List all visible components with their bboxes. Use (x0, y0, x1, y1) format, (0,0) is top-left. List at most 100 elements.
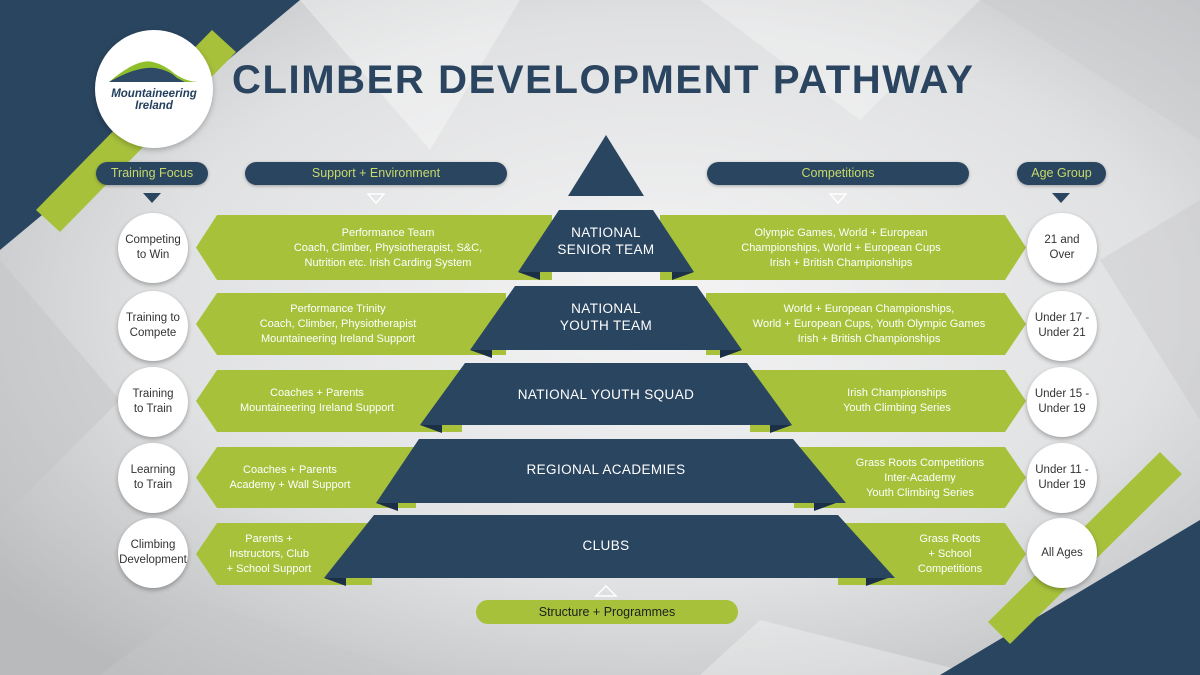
logo-text-line2: Ireland (135, 100, 173, 112)
tier-2-support-line1: Performance Trinity (290, 302, 386, 315)
tier-3-block (420, 363, 792, 425)
age-3-line2: Under 19 (1038, 403, 1086, 415)
tier-5-label: CLUBS (582, 538, 630, 553)
tier-1-support-line1: Performance Team (341, 226, 435, 239)
focus-circle-tier-2: Training to Compete (118, 291, 188, 361)
structure-pointer-icon (594, 584, 618, 597)
tier-banners (196, 215, 1026, 585)
logo-text-line1: Mountaineering (111, 88, 197, 100)
competitions-pointer-icon (829, 193, 847, 205)
support-pointer-icon (367, 193, 385, 205)
age-circle-tier-2: Under 17 - Under 21 (1027, 291, 1097, 361)
tier-4-competitions-line2: Inter-Academy (884, 471, 956, 484)
tier-1-competitions-line1: Olympic Games, World + European (754, 226, 928, 239)
structure-programmes-pill: Structure + Programmes (476, 600, 738, 624)
focus-4-line1: Learning (130, 464, 176, 476)
tier-3-competitions-line1: Irish Championships (847, 387, 947, 399)
tier-1-support-line2: Coach, Climber, Physiotherapist, S&C, (293, 241, 483, 254)
focus-3-line2: to Train (133, 403, 173, 415)
tier-4-left-banner (196, 447, 416, 508)
tier-1-competitions-line2: Championships, World + European Cups (741, 241, 941, 254)
focus-circle-tier-1: Competing to Win (118, 213, 188, 283)
tier-4-support-line2: Academy + Wall Support (229, 479, 351, 491)
focus-5-line1: Climbing (130, 539, 176, 551)
tier-5-competitions-line3: Competitions (917, 562, 983, 575)
focus-5-line2: Development (119, 554, 187, 566)
tier-5-competitions-line1: Grass Roots (919, 532, 981, 545)
tier-5-support-line2: Instructors, Club (228, 547, 310, 560)
tier-2-competitions-line2: World + European Cups, Youth Olympic Gam… (752, 317, 986, 330)
age-circle-tier-3: Under 15 - Under 19 (1027, 367, 1097, 437)
age-circle-tier-5: All Ages (1027, 518, 1097, 588)
tier-2-competitions-line1: World + European Championships, (783, 302, 955, 315)
tier-5-support-line1: Parents + (245, 532, 293, 545)
tier-1-competitions-line3: Irish + British Championships (769, 256, 913, 269)
tier-2-right-banner (706, 293, 1026, 355)
tier-5-support-line3: + School Support (226, 562, 312, 575)
tier-2-label-line2: YOUTH TEAM (559, 318, 653, 333)
tier-2-block (470, 286, 742, 350)
tier-2-competitions-line3: Irish + British Championships (797, 332, 941, 345)
focus-1-line2: to Win (136, 249, 170, 261)
tier-3-support-line1: Coaches + Parents (270, 387, 364, 399)
tier-4-competitions-line1: Grass Roots Competitions (855, 456, 985, 469)
tier-3-competitions: Irish Championships Youth Climbing Serie… (800, 383, 994, 419)
tier-2-label-line1: NATIONAL (571, 301, 641, 316)
tier-2-support: Performance Trinity Coach, Climber, Phys… (240, 300, 436, 348)
tier-4-support: Coaches + Parents Academy + Wall Support (214, 460, 366, 496)
age-4-line1: Under 11 - (1035, 464, 1089, 476)
focus-4-line2: to Train (133, 479, 173, 491)
age-4-line2: Under 19 (1038, 479, 1086, 491)
pyramid-tiers (324, 210, 895, 578)
age-3-line1: Under 15 - (1034, 388, 1090, 400)
tier-4-label: REGIONAL ACADEMIES (526, 462, 686, 477)
focus-2-line2: Compete (129, 327, 177, 339)
tier-4-support-line1: Coaches + Parents (243, 464, 337, 476)
header-support-environment: Support + Environment (245, 162, 507, 185)
tier-4-competitions: Grass Roots Competitions Inter-Academy Y… (838, 454, 1002, 502)
tier-3-right-banner (750, 370, 1026, 432)
tier-4-competitions-line3: Youth Climbing Series (866, 486, 974, 499)
tier-2-label: NATIONAL YOUTH TEAM (530, 300, 682, 334)
focus-circle-tier-4: Learning to Train (118, 443, 188, 513)
focus-3-line1: Training (132, 388, 174, 400)
focus-2-line1: Training to (126, 312, 180, 324)
age-2-line1: Under 17 - (1034, 312, 1090, 324)
tier-1-competitions: Olympic Games, World + European Champion… (710, 222, 972, 274)
tier-5-competitions: Grass Roots + School Competitions (894, 530, 1006, 578)
tier-2-left-banner (196, 293, 506, 355)
age-1-line1: 21 and (1044, 234, 1080, 246)
header-competitions: Competitions (707, 162, 969, 185)
age-2-line2: Under 21 (1038, 327, 1086, 339)
tier-1-label-line1: NATIONAL (571, 225, 641, 240)
tier-3-competitions-line2: Youth Climbing Series (843, 402, 951, 414)
tier-1-left-banner (196, 215, 552, 280)
tier-1-right-banner (660, 215, 1026, 280)
age-5-line1: All Ages (1041, 546, 1083, 559)
tier-3-label: NATIONAL YOUTH SQUAD (517, 387, 695, 402)
tier-2-support-line2: Coach, Climber, Physiotherapist (259, 317, 417, 330)
focus-1-line1: Competing (125, 234, 181, 246)
tier-1-label-line2: SENIOR TEAM (557, 242, 655, 257)
age-group-pointer-icon (1052, 193, 1070, 203)
age-circle-tier-4: Under 11 - Under 19 (1027, 443, 1097, 513)
header-training-focus: Training Focus (96, 162, 208, 185)
age-1-line2: Over (1049, 249, 1075, 261)
focus-circle-tier-3: Training to Train (118, 367, 188, 437)
tier-1-label: NATIONAL SENIOR TEAM (540, 224, 672, 258)
logo: Mountaineering Ireland (95, 30, 213, 148)
tier-5-block (324, 515, 895, 578)
tier-2-support-line3: Mountaineering Ireland Support (260, 332, 416, 345)
tier-5-support: Parents + Instructors, Club + School Sup… (206, 530, 332, 578)
tier-1-support-line3: Nutrition etc. Irish Carding System (304, 256, 472, 269)
tier-3-left-banner (196, 370, 462, 432)
pyramid-apex (568, 135, 644, 196)
tier-4-right-banner (794, 447, 1026, 508)
training-focus-pointer-icon (143, 193, 161, 203)
mountain-logo-icon (109, 61, 199, 82)
header-age-group: Age Group (1017, 162, 1106, 185)
tier-2-competitions: World + European Championships, World + … (738, 300, 1000, 348)
